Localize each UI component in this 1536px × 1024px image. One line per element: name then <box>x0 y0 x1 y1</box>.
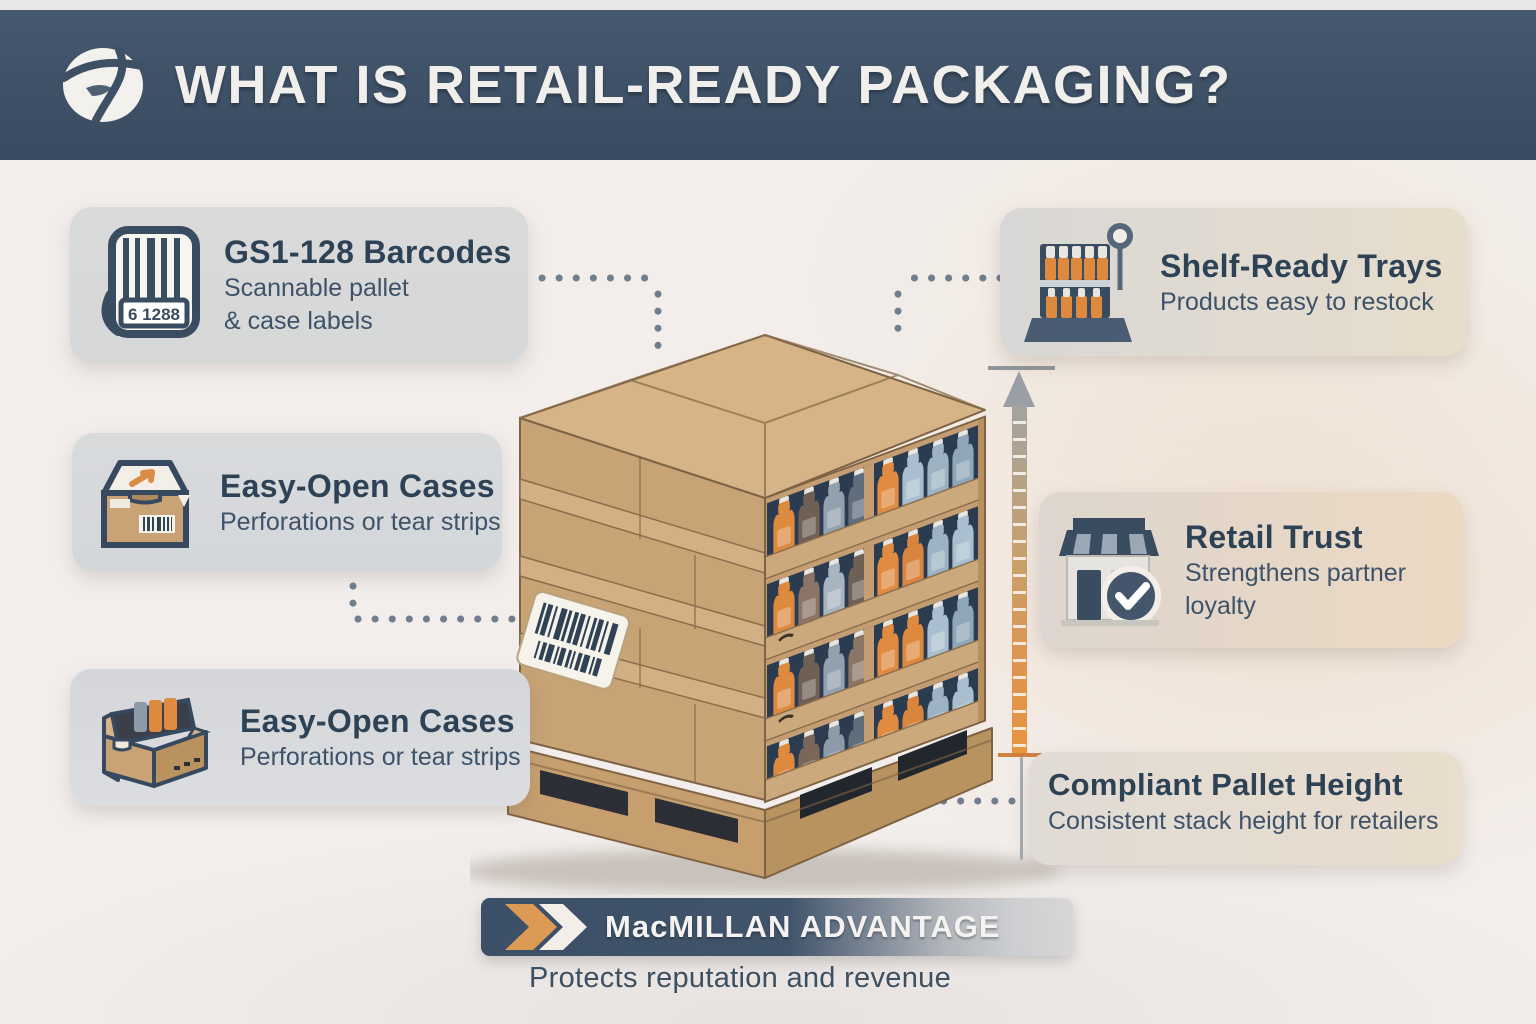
callout-desc: Perforations or tear strips <box>240 743 521 771</box>
pallet-barcode-label <box>516 590 631 690</box>
globe-ribbon-logo-icon <box>60 46 146 124</box>
pallet-tray-face <box>764 415 986 804</box>
height-bracket-line <box>1020 757 1023 860</box>
callout-desc: Strengthens partner loyalty <box>1185 559 1406 620</box>
advantage-banner: MacMILLAN ADVANTAGE <box>481 898 1073 956</box>
barcode-icon: 6 1288 <box>101 225 200 338</box>
pallet-top-face <box>519 334 986 499</box>
callout-title: Easy-Open Cases <box>220 467 495 504</box>
callout-title: Retail Trust <box>1185 519 1363 555</box>
banner-label: MacMILLAN ADVANTAGE <box>605 909 1001 944</box>
open-tray-icon <box>102 697 211 788</box>
callout-title: Easy-Open Cases <box>240 703 515 739</box>
svg-text:6 1288: 6 1288 <box>128 305 180 324</box>
callout-title: Compliant Pallet Height <box>1048 767 1403 802</box>
page-title: WHAT IS RETAIL-READY PACKAGING? <box>175 55 1232 115</box>
callout-title: Shelf-Ready Trays <box>1160 247 1443 284</box>
storefront-check-icon <box>1059 518 1161 626</box>
shelf-display-icon <box>1024 223 1133 342</box>
callout-desc: Products easy to restock <box>1160 287 1434 316</box>
callout-easy-open-cases-bottom: Easy-Open Cases Perforations or tear str… <box>70 669 530 806</box>
callout-retail-trust: Retail Trust Strengthens partner loyalty <box>1039 492 1463 648</box>
header-bar: WHAT IS RETAIL-READY PACKAGING? <box>0 10 1536 160</box>
callout-compliant-pallet-height: Compliant Pallet Height Consistent stack… <box>1028 752 1462 865</box>
sealed-case-icon <box>101 460 190 548</box>
top-strip <box>0 0 1536 10</box>
callout-shelf-ready-trays: Shelf-Ready Trays Products easy to resto… <box>1000 208 1467 356</box>
callout-desc: Perforations or tear strips <box>220 507 501 536</box>
wooden-pallet <box>507 727 993 879</box>
pallet-illustration <box>470 334 1060 893</box>
callout-desc: Scannable pallet & case labels <box>224 273 409 335</box>
callout-title: GS1-128 Barcodes <box>224 233 512 270</box>
callout-gs1-barcodes: 6 1288 GS1-128 Barcodes Scannable pallet… <box>70 207 528 362</box>
double-chevron-icon <box>505 904 587 950</box>
pallet-left-face <box>516 416 766 802</box>
banner-caption: Protects reputation and revenue <box>528 962 951 994</box>
height-ruler-arrow <box>988 366 1055 757</box>
callout-easy-open-cases-top: Easy-Open Cases Perforations or tear str… <box>72 433 502 571</box>
callout-desc: Consistent stack height for retailers <box>1048 806 1439 835</box>
